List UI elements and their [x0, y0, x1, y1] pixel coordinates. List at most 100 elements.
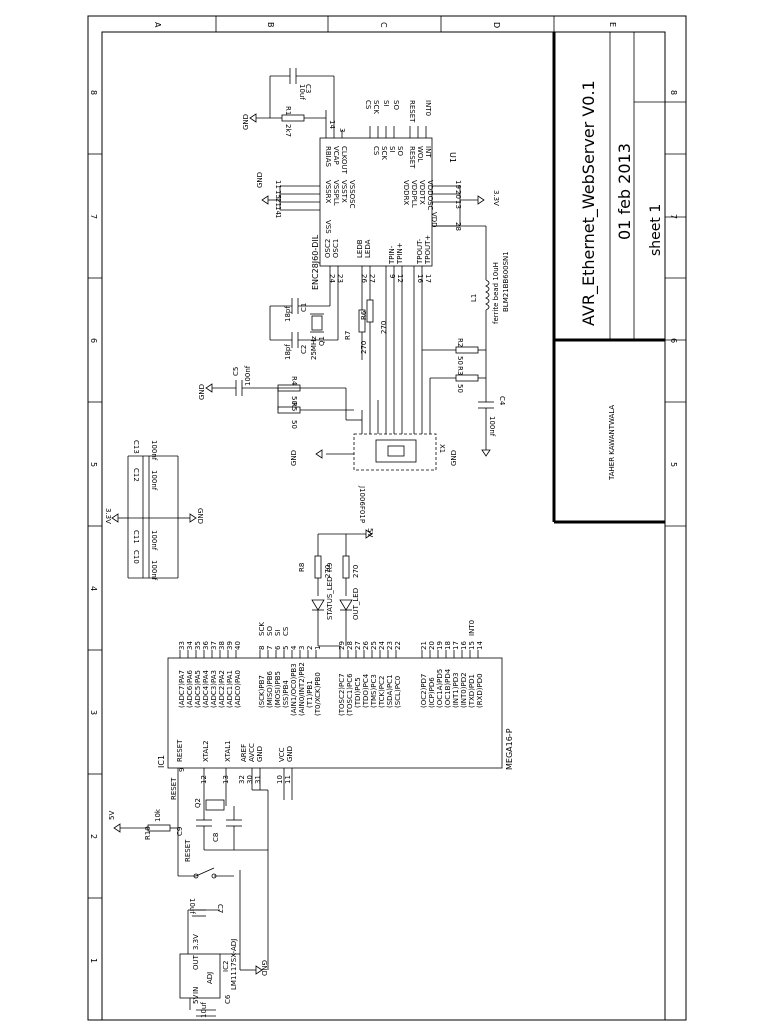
svg-text:20: 20 [454, 190, 462, 199]
row-label-a: A [153, 22, 162, 28]
gnd-symbol-u1-vss: GND [256, 172, 269, 205]
svg-text:RESET: RESET [176, 739, 184, 762]
svg-text:OSC2: OSC2 [324, 239, 332, 258]
svg-text:(T0/XCK)PB0: (T0/XCK)PB0 [314, 672, 322, 716]
svg-text:RESET: RESET [408, 100, 416, 123]
svg-text:5V: 5V [108, 811, 116, 820]
row-label-d: D [492, 22, 501, 28]
svg-text:17: 17 [424, 274, 432, 283]
svg-text:RESET: RESET [408, 146, 416, 169]
ic1-name: MEGA16-P [505, 728, 514, 770]
svg-text:34: 34 [186, 641, 194, 650]
ic1-ref: IC1 [157, 755, 166, 768]
svg-text:13: 13 [454, 200, 462, 209]
r6-r7-resistors: R7 270 R6 270 [344, 266, 388, 360]
svg-text:IN: IN [192, 987, 200, 994]
date-text: 01 feb 2013 [615, 143, 634, 240]
svg-text:INT: INT [424, 146, 432, 158]
svg-text:GND: GND [286, 746, 294, 762]
svg-text:31: 31 [254, 775, 262, 784]
svg-text:SCK: SCK [372, 100, 380, 114]
gnd-symbol-regulator: GND [255, 960, 268, 976]
svg-text:R9: R9 [326, 563, 334, 572]
svg-text:ferrite bead 10uH: ferrite bead 10uH [492, 262, 500, 324]
svg-text:GND: GND [242, 114, 250, 130]
svg-text:C5: C5 [232, 367, 240, 376]
svg-text:TPOUT+: TPOUT+ [424, 235, 432, 265]
svg-text:RESET: RESET [184, 839, 192, 862]
svg-text:15: 15 [468, 641, 476, 650]
reset-circuit: R10 10k RESET RESET C9 C8 Q2 [120, 768, 293, 970]
svg-text:SO: SO [392, 100, 400, 110]
svg-text:GND: GND [196, 508, 204, 524]
svg-text:STATUS_LED: STATUS_LED [326, 577, 334, 620]
svg-text:R7: R7 [344, 331, 352, 340]
svg-text:VCC: VCC [278, 747, 286, 762]
svg-text:C13: C13 [132, 440, 140, 454]
svg-text:INT0: INT0 [468, 620, 476, 636]
svg-text:16: 16 [416, 274, 424, 283]
svg-text:50: 50 [290, 420, 298, 429]
sheet-text: sheet 1 [648, 204, 664, 256]
svg-text:LM1117SX-ADJ: LM1117SX-ADJ [230, 939, 238, 990]
u1-name: ENC28J60-DIL [311, 234, 320, 290]
svg-text:(AIN0/INT2)PB2: (AIN0/INT2)PB2 [298, 662, 306, 716]
svg-text:8: 8 [89, 90, 98, 95]
svg-text:SI: SI [274, 629, 282, 636]
svg-text:R1: R1 [284, 106, 292, 115]
svg-text:2: 2 [306, 646, 314, 650]
title-text: AVR_Ethernet_WebServer V0.1 [579, 80, 599, 326]
svg-text:5: 5 [669, 462, 678, 467]
svg-text:GND: GND [260, 960, 268, 976]
svg-text:26: 26 [362, 641, 370, 650]
svg-text:23: 23 [336, 274, 344, 283]
svg-text:C11: C11 [132, 530, 140, 544]
svg-text:5: 5 [282, 646, 290, 650]
svg-text:C4: C4 [498, 396, 506, 406]
svg-text:IC2: IC2 [222, 961, 230, 972]
svg-text:6: 6 [274, 645, 282, 650]
svg-text:C2: C2 [300, 345, 308, 354]
svg-text:SI: SI [388, 146, 396, 153]
svg-text:10uf: 10uf [298, 84, 306, 100]
svg-text:C8: C8 [212, 833, 220, 842]
svg-text:VDDPLL: VDDPLL [410, 180, 418, 208]
svg-text:9: 9 [388, 274, 396, 278]
svg-text:GND: GND [256, 172, 264, 188]
svg-text:(AIN1/OC0)PB3: (AIN1/OC0)PB3 [290, 663, 298, 716]
svg-text:14: 14 [328, 120, 336, 129]
svg-text:CS: CS [372, 146, 380, 156]
svg-text:4: 4 [290, 645, 298, 650]
svg-text:R8: R8 [298, 563, 306, 572]
svg-text:VDDTX: VDDTX [418, 180, 426, 205]
svg-text:100nf: 100nf [488, 416, 496, 437]
svg-text:7: 7 [266, 646, 274, 650]
svg-text:21: 21 [420, 641, 428, 650]
svg-text:10uf: 10uf [200, 1002, 208, 1018]
svg-text:VDDOSC: VDDOSC [426, 180, 434, 211]
u1-enc28j60: U1 ENC28J60-DIL RBIAS VCAP CLKOUT 14 3 V… [268, 100, 478, 290]
svg-text:50: 50 [456, 384, 464, 393]
svg-text:3.3V: 3.3V [492, 190, 500, 206]
svg-text:3.3V: 3.3V [104, 508, 112, 524]
gnd-symbol-c5: GND [198, 383, 213, 400]
svg-text:17: 17 [452, 641, 460, 650]
svg-text:(ADC2)PA2: (ADC2)PA2 [218, 670, 226, 708]
svg-text:3: 3 [89, 710, 98, 715]
c5-r4-r5: C5 100nf R4 50 R5 50 [212, 365, 354, 429]
svg-text:GND: GND [450, 450, 458, 466]
svg-text:(TCK)PC2: (TCK)PC2 [378, 676, 386, 708]
svg-text:12: 12 [396, 274, 404, 283]
svg-text:J1006F01P: J1006F01P [358, 485, 366, 523]
svg-text:15: 15 [274, 190, 282, 199]
svg-text:7: 7 [669, 214, 678, 219]
svg-text:21: 21 [274, 198, 282, 207]
svg-text:L1: L1 [470, 294, 478, 302]
c4-capacitor: C4 100nf [478, 396, 506, 450]
svg-text:SO: SO [266, 626, 274, 636]
svg-text:LEDA: LEDA [364, 239, 372, 258]
svg-text:(SCL)PC0: (SCL)PC0 [394, 676, 402, 708]
svg-text:C3: C3 [304, 84, 312, 93]
svg-text:(SDA)PC1: (SDA)PC1 [386, 674, 394, 708]
svg-text:(INT0)PD2: (INT0)PD2 [460, 672, 468, 708]
